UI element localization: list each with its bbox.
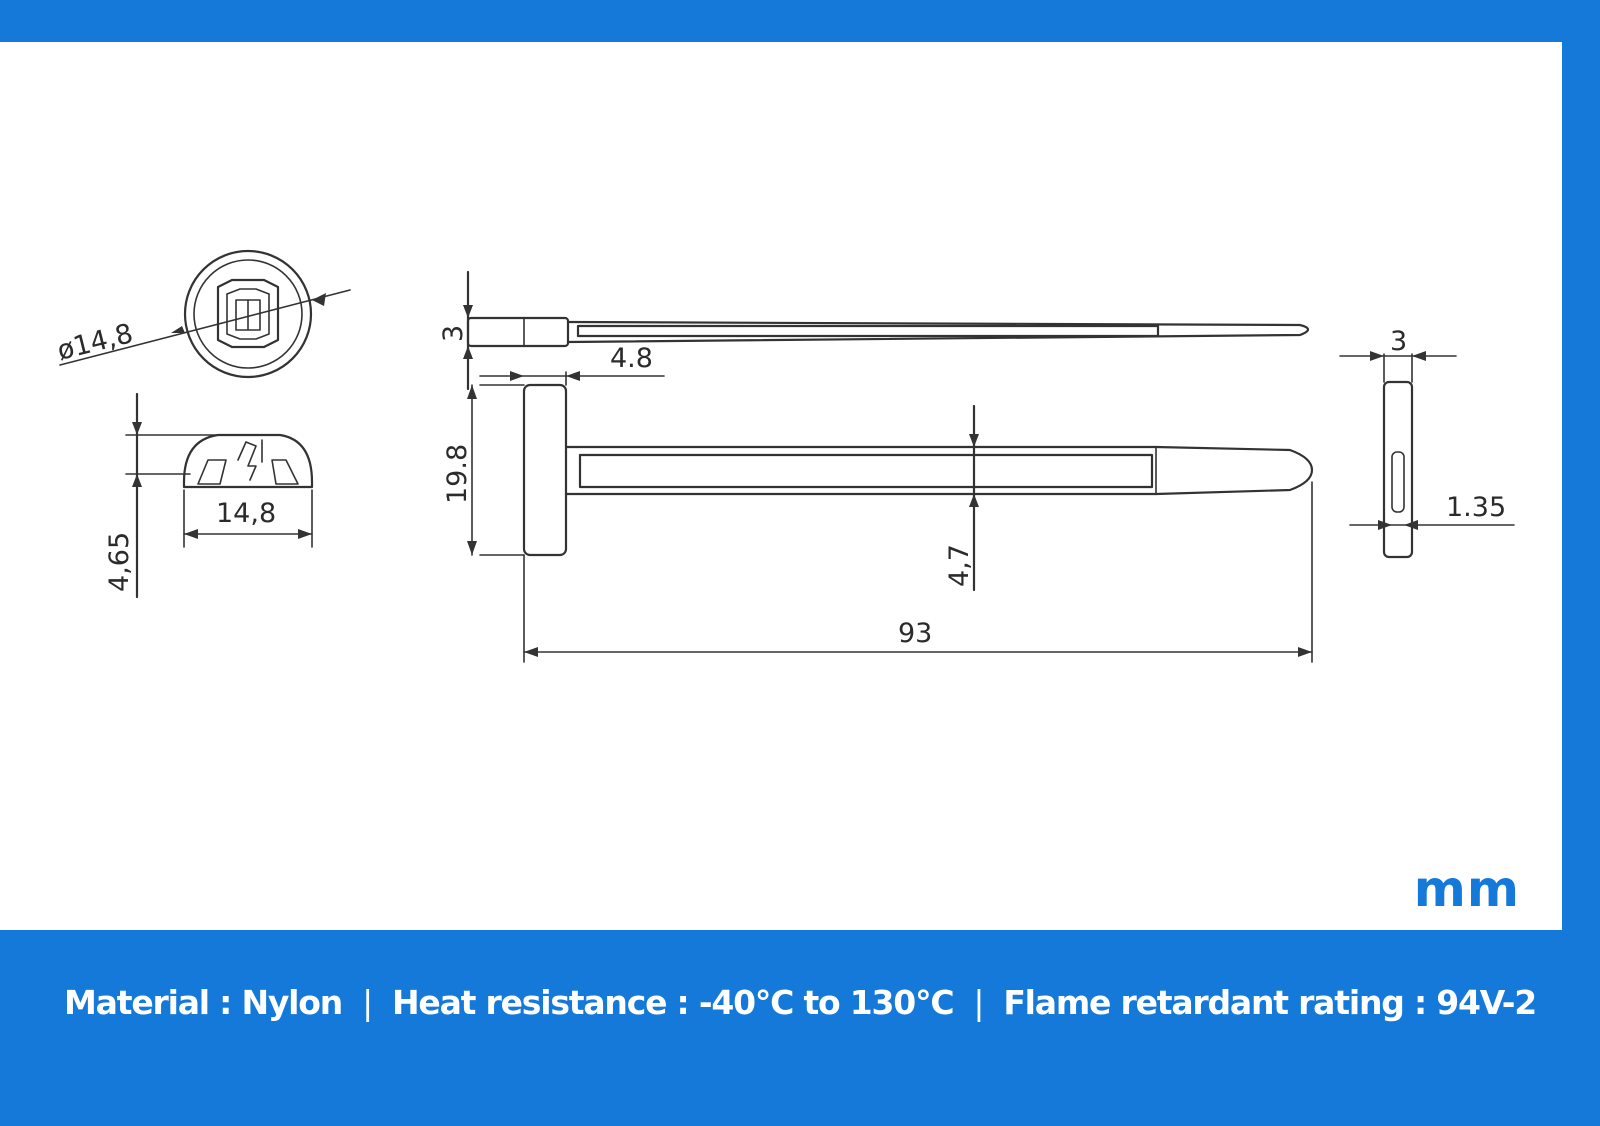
spec-separator: | xyxy=(362,982,373,1022)
spec-flame-rating: Flame retardant rating : 94V-2 xyxy=(1003,982,1537,1022)
side-thickness-label: 3 xyxy=(1390,326,1407,357)
head-width-label: 14,8 xyxy=(216,498,276,529)
strap-width-label: 4,7 xyxy=(944,544,975,587)
unit-label: mm xyxy=(1413,860,1520,918)
head-depth-label: 4.8 xyxy=(610,343,653,374)
spec-material: Material : Nylon xyxy=(64,982,343,1022)
spec-heat-resistance: Heat resistance : -40°C to 130°C xyxy=(391,982,955,1022)
head-height-label: 4,65 xyxy=(104,532,135,592)
side-slot-label: 1.35 xyxy=(1446,492,1506,523)
strap-thickness-label: 3 xyxy=(438,325,469,342)
spec-bar: Material : Nylon | Heat resistance : -40… xyxy=(0,972,1600,1032)
strap-side-view: 4.8 19.8 4,7 93 xyxy=(442,343,1314,663)
strap-edge-view: 3 1.35 xyxy=(1339,326,1515,559)
spec-separator: | xyxy=(973,982,984,1022)
strap-top-view: 3 xyxy=(438,270,1310,391)
head-top-view: ø14,8 xyxy=(54,249,351,379)
total-length-label: 93 xyxy=(898,618,932,649)
head-front-view: 14,8 4,65 xyxy=(104,392,314,599)
head-diameter-label: ø14,8 xyxy=(54,318,136,367)
tie-drawing: ø14,8 14,8 4,65 xyxy=(54,249,1515,663)
technical-drawing-panel: ø14,8 14,8 4,65 xyxy=(0,42,1562,930)
head-length-label: 19.8 xyxy=(442,444,473,504)
